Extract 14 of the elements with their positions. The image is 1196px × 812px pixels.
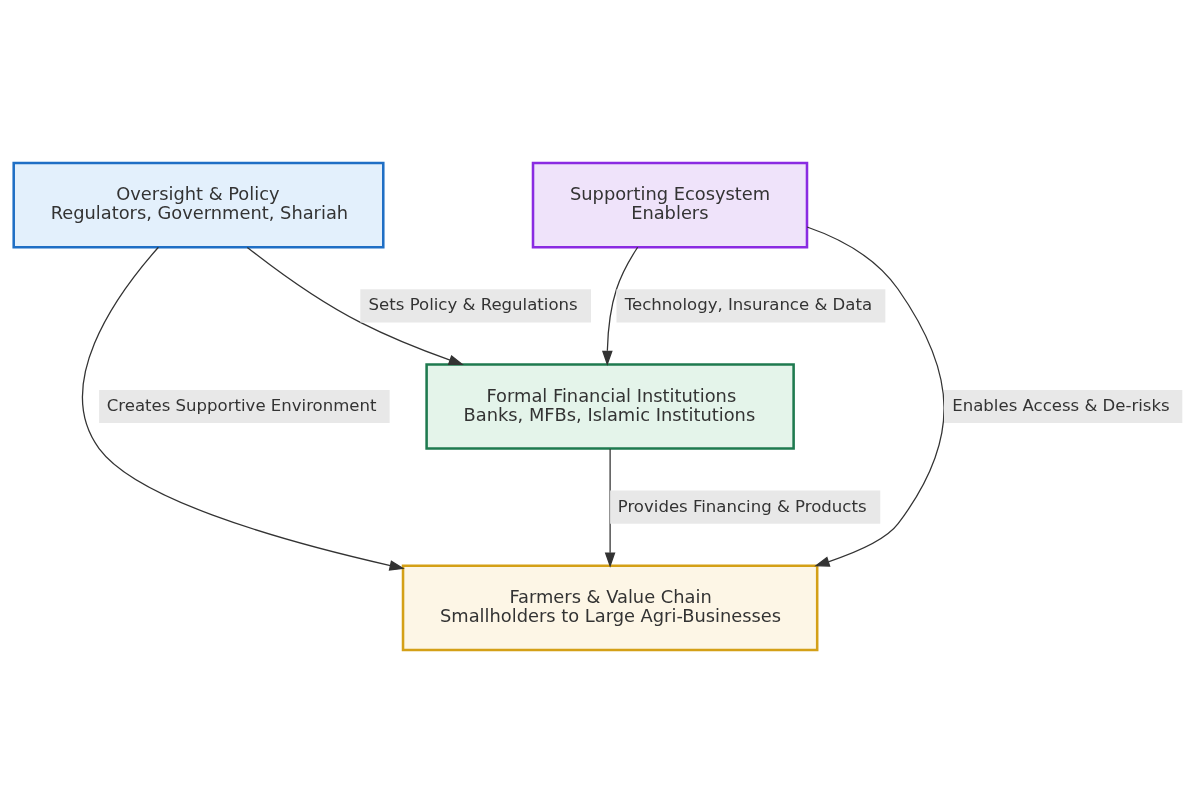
edge-label: Creates Supportive Environment xyxy=(106,395,377,415)
edge-label: Sets Policy & Regulations xyxy=(368,294,578,314)
arrow xyxy=(81,246,405,571)
node-box: Oversight & Policy Regulators, Government, Shariah xyxy=(12,161,385,248)
arrow xyxy=(806,225,945,567)
edge-label: Provides Financing & Products xyxy=(617,496,867,516)
edge-label: Enables Access & De-risks xyxy=(952,395,1170,415)
edge-label: Technology, Insurance & Data xyxy=(624,294,873,314)
node-box: Formal Financial Institutions Banks, MFBs, Islamic Institutions xyxy=(425,362,795,450)
node-box: Farmers & Value Chain Smallholders to Large Agri-Businesses xyxy=(401,564,819,651)
arrow xyxy=(604,447,616,568)
node-box: Supporting Ecosystem Enablers xyxy=(531,161,809,248)
arrow xyxy=(602,246,639,366)
arrow xyxy=(246,246,464,365)
